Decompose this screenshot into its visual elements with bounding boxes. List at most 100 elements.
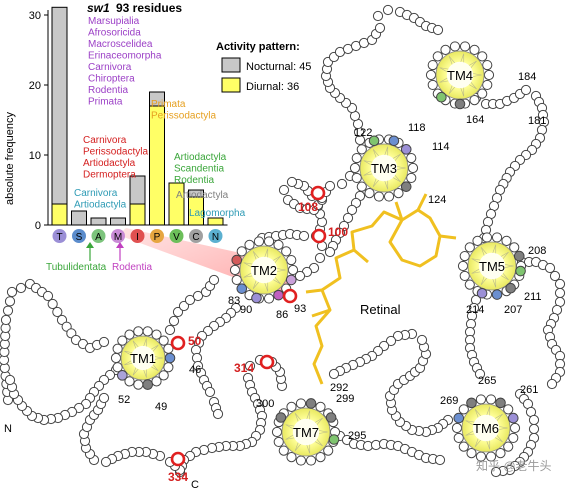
helix-bead <box>349 162 361 174</box>
residue-72 <box>336 178 348 190</box>
category-badge-T <box>52 229 67 243</box>
residue-number-124: 124 <box>428 194 446 206</box>
residue-50 <box>294 270 306 282</box>
helix-bead <box>503 404 514 415</box>
residue-number-164: 164 <box>466 114 484 126</box>
residue-number-122: 122 <box>354 127 372 139</box>
key-site-residue <box>170 335 186 351</box>
retinal-label: Retinal <box>360 302 401 317</box>
residue-number-269: 269 <box>440 395 458 407</box>
helix-bead <box>459 41 471 52</box>
helix-bead <box>427 59 438 71</box>
taxon-label-T: Primata <box>88 97 123 108</box>
helix-bead <box>231 274 242 286</box>
y-tick-label: 20 <box>29 80 41 92</box>
category-label-N: N <box>212 232 219 243</box>
residue-103 <box>432 24 444 36</box>
residue-195 <box>392 330 404 342</box>
legend-label-diurnal: Diurnal: 36 <box>246 81 299 93</box>
watermark: 知乎 @老牛头 <box>476 458 552 473</box>
taxon-label-C: Artiodactyla <box>176 190 229 201</box>
helix-bead <box>495 448 506 459</box>
bar-nocturnal-T <box>51 6 68 205</box>
helix-bead <box>464 242 475 253</box>
helix-bead <box>464 279 475 290</box>
taxon-label-V: Scandentia <box>174 164 224 175</box>
highlighted-residue <box>495 397 506 409</box>
taxon-label-T: Carnivora <box>88 62 132 73</box>
helix-bead <box>278 445 289 456</box>
category-label-M: M <box>114 232 122 243</box>
taxon-label-I: Artiodactyla <box>83 158 136 169</box>
helix-center <box>478 252 506 280</box>
residue-14 <box>15 282 27 294</box>
helix-bead <box>356 144 367 155</box>
residue-number-181: 181 <box>528 115 546 127</box>
key-site-residue <box>311 228 327 244</box>
residue-279 <box>4 374 16 386</box>
helix-bead <box>425 69 437 81</box>
helix-bead <box>315 452 326 463</box>
residue-number-265: 265 <box>478 375 496 387</box>
c-terminus-label: C <box>191 479 199 490</box>
y-tick-label: 30 <box>29 10 41 22</box>
taxon-label-P: Perissodactyla <box>151 111 216 122</box>
residue-44 <box>298 230 310 242</box>
taxon-label-T: Rodentia <box>88 85 128 96</box>
residue-71 <box>324 180 336 192</box>
category-label-T: T <box>56 232 62 243</box>
residue-154 <box>546 378 558 390</box>
residue-10 <box>0 314 12 326</box>
helix-bead <box>133 379 144 390</box>
helix-bead <box>466 448 477 459</box>
n-terminus-label: N <box>4 423 12 435</box>
residue-number-292: 292 <box>330 382 348 394</box>
helix-bead <box>482 79 493 91</box>
taxon-label-T: Erinaceomorpha <box>88 51 162 62</box>
helix-bead <box>286 254 297 266</box>
helix-tm1: TM1 <box>110 326 176 390</box>
residue-number-red-314: 314 <box>234 361 254 375</box>
helix-bead <box>508 432 519 444</box>
residue-number-90: 90 <box>240 304 252 316</box>
bar-diurnal-P <box>149 105 165 226</box>
taxon-label-S: Artiodactyla <box>74 200 127 211</box>
highlighted-residue <box>164 352 176 364</box>
helix-bead <box>305 455 317 466</box>
helix-bead <box>453 432 464 444</box>
taxon-arrowhead-A <box>86 242 94 248</box>
taxon-label-I: Dermoptera <box>83 170 136 181</box>
residue-317 <box>212 408 224 420</box>
residue-288 <box>324 246 336 258</box>
residue-number-184: 184 <box>518 71 536 83</box>
y-tick-label: 10 <box>29 150 41 162</box>
highlighted-residue <box>368 135 380 147</box>
helix-bead <box>475 451 487 462</box>
category-badge-N <box>208 229 223 243</box>
residue-96 <box>382 4 394 16</box>
residue-47 <box>314 252 326 264</box>
helix-bead <box>482 59 493 71</box>
helix-bead <box>432 51 443 62</box>
residue-number-295: 295 <box>348 430 366 442</box>
taxon-label-T: Chiroptera <box>88 74 135 85</box>
helix-bead <box>427 79 438 91</box>
residue-299 <box>474 368 486 380</box>
taxon-label-A: Tubulidentata <box>46 262 107 273</box>
residue-258 <box>98 392 110 404</box>
highlighted-residue <box>328 434 340 445</box>
helix-bead <box>469 95 480 106</box>
helix-bead <box>483 69 495 81</box>
residue-159 <box>528 414 540 426</box>
helix-bead <box>475 394 487 405</box>
y-axis-label: absolute frequency <box>4 112 16 205</box>
bar-diurnal-T <box>51 203 68 226</box>
taxon-label-T: Marsupialia <box>88 16 140 27</box>
residue-number-118: 118 <box>408 122 426 134</box>
key-site-residue <box>310 185 326 201</box>
helix-label-tm5: TM5 <box>479 259 505 274</box>
residue-13 <box>6 286 18 298</box>
key-site-residue <box>170 451 186 467</box>
helix-bead <box>407 162 419 174</box>
